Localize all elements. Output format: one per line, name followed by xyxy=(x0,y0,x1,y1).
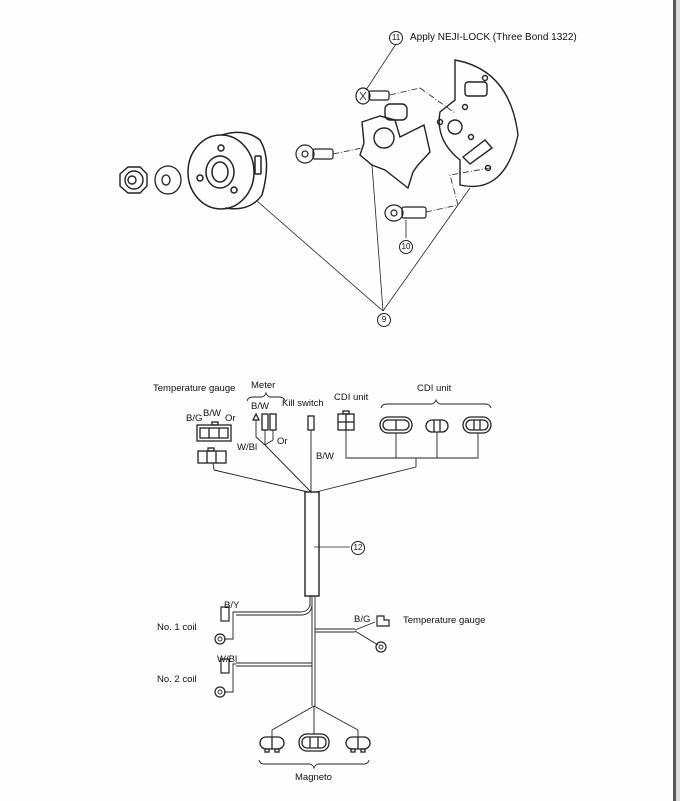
wire-label-meter-wbl: W/Bl xyxy=(237,442,258,453)
flange-nut xyxy=(119,166,148,194)
coil1-branch xyxy=(214,596,313,645)
label-no1-coil: No. 1 coil xyxy=(157,622,197,633)
magneto-branches xyxy=(271,705,359,737)
cdi-bus-wires xyxy=(315,430,479,493)
temp-gauge-connector xyxy=(196,421,232,464)
kill-switch-connector xyxy=(307,415,315,431)
page-edge-bar xyxy=(673,0,676,801)
wire-label-tg-or: Or xyxy=(225,413,236,424)
magneto-brace xyxy=(258,759,370,770)
callout-10: 10 xyxy=(399,240,413,254)
screw-11 xyxy=(355,87,390,105)
page-edge-shadow xyxy=(676,0,680,801)
cdi-single-connector xyxy=(337,410,355,431)
magneto-connectors xyxy=(259,733,371,753)
bolt-10 xyxy=(384,204,427,222)
stator-coil xyxy=(359,103,431,190)
label-no2-coil: No. 2 coil xyxy=(157,674,197,685)
harness-sleeve-12 xyxy=(304,491,320,597)
label-cdi-unit-group: CDI unit xyxy=(417,383,452,394)
cdi-brace xyxy=(380,398,492,409)
rotor xyxy=(187,131,268,210)
label-temperature-gauge-side: Temperature gauge xyxy=(403,615,486,626)
wire-label-coil2: W/Bl xyxy=(217,654,238,665)
meter-brace xyxy=(246,391,286,402)
upper-harness-wires xyxy=(212,420,312,493)
label-magneto: Magneto xyxy=(295,772,332,783)
label-temperature-gauge-top: Temperature gauge xyxy=(153,383,236,394)
main-trunk xyxy=(309,596,316,706)
wire-label-meter-or: Or xyxy=(277,436,288,447)
callout-9: 9 xyxy=(377,313,391,327)
wire-label-coil1: B/Y xyxy=(224,600,240,611)
wire-label-side-tg: B/G xyxy=(354,614,371,625)
stator-bolt-left xyxy=(295,144,334,164)
label-meter: Meter xyxy=(251,380,276,391)
cdi-group-connectors xyxy=(379,416,492,434)
assembly-guide-lines xyxy=(332,87,491,213)
coil2-branch xyxy=(214,658,312,698)
wire-label-tg-bg: B/G xyxy=(186,413,203,424)
label-kill-switch: Kill switch xyxy=(282,398,324,409)
neji-lock-note: Apply NEJI-LOCK (Three Bond 1322) xyxy=(410,32,577,43)
wire-label-tg-bw: B/W xyxy=(203,408,221,419)
wire-label-meter-bw: B/W xyxy=(251,401,269,412)
stator-base-plate xyxy=(436,59,519,187)
leader-lines-exploded xyxy=(256,43,471,312)
washer xyxy=(154,165,182,195)
callout-11: 11 xyxy=(389,31,403,45)
label-cdi-unit-single: CDI unit xyxy=(334,392,369,403)
side-temp-gauge-branch xyxy=(315,615,390,653)
callout-12: 12 xyxy=(351,541,365,555)
wire-label-kill-bw: B/W xyxy=(316,451,334,462)
